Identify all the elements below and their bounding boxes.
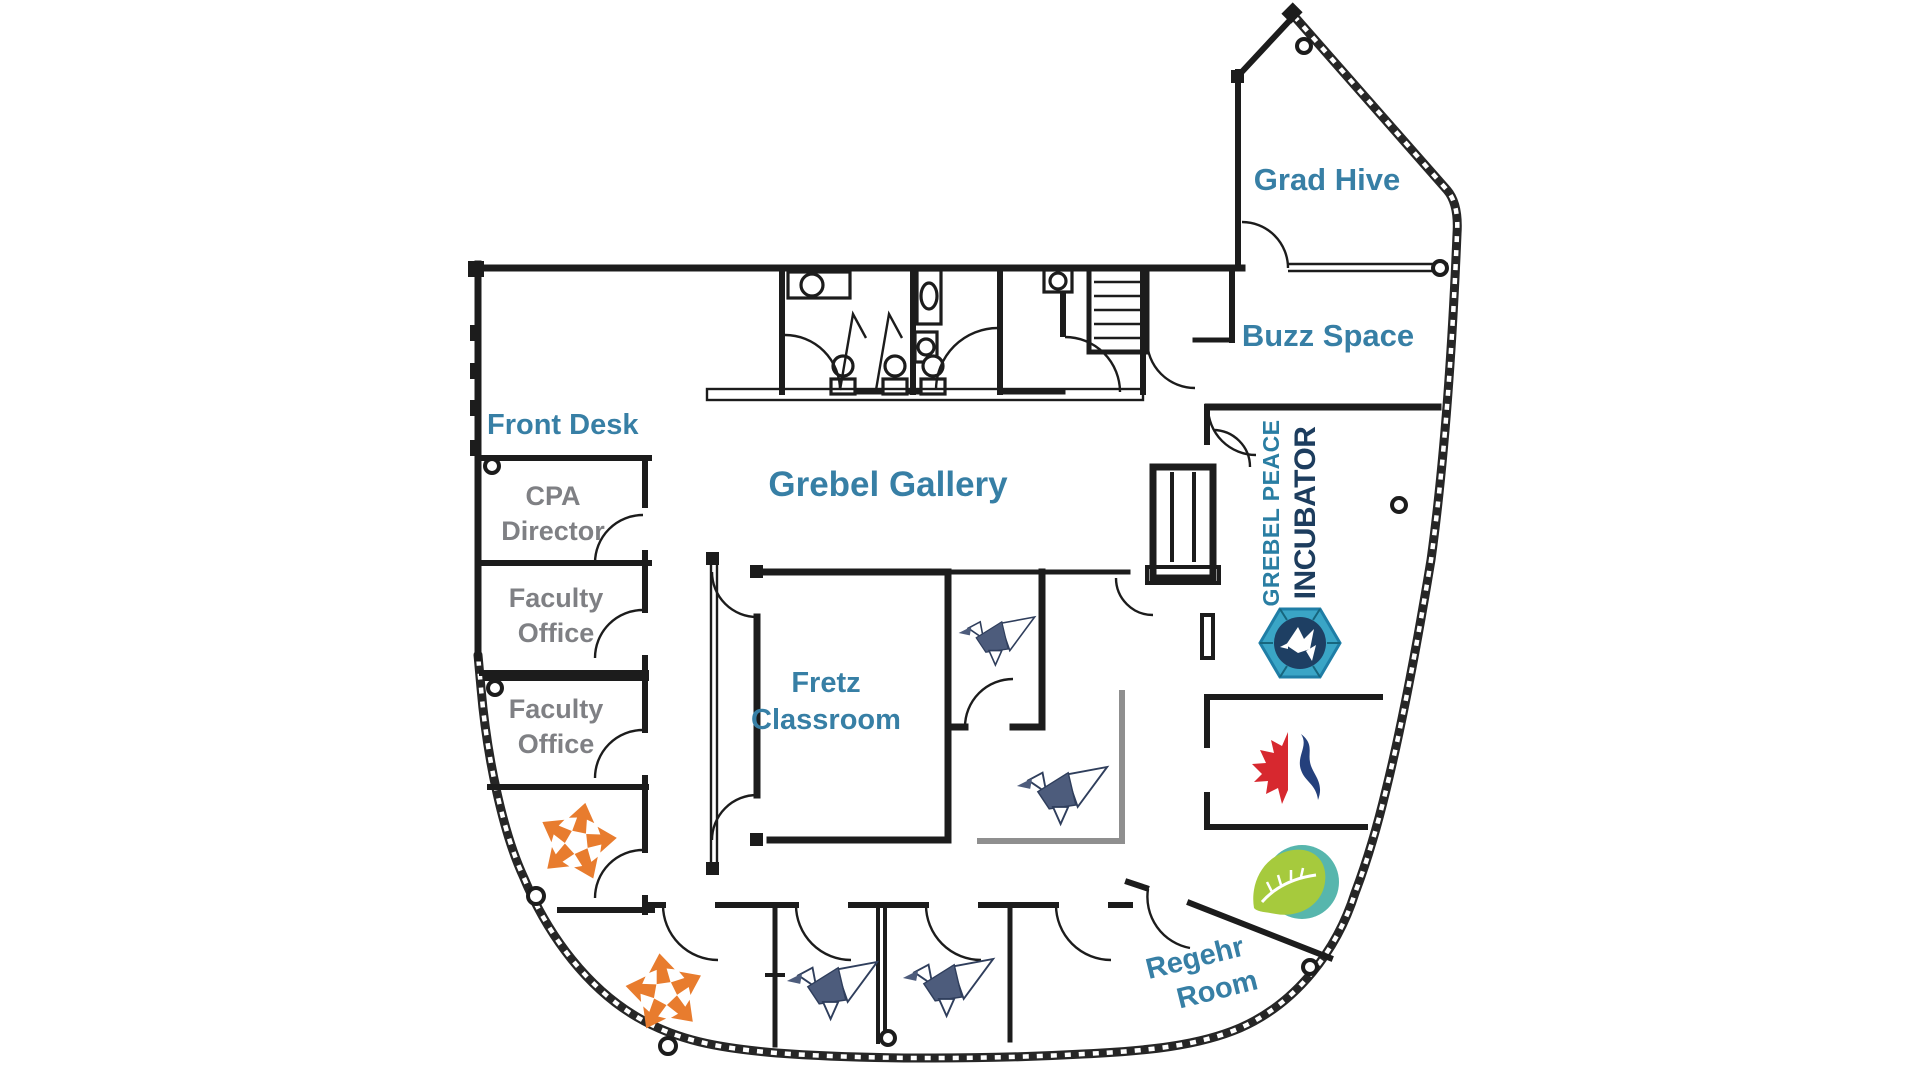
origami-crane-icon — [957, 616, 1036, 666]
peace-incubator-hexagon-icon — [1258, 607, 1342, 679]
outward-arrows-icon — [618, 948, 712, 1039]
toilet-icon — [829, 354, 947, 396]
room-label-front-desk: Front Desk — [487, 409, 639, 441]
room-label-faculty2-line2: Office — [518, 729, 595, 759]
room-label-grad-hive: Grad Hive — [1254, 162, 1400, 197]
room-label-faculty1-line1: Faculty — [509, 583, 604, 613]
hinge-markers — [483, 37, 1449, 1056]
elevator — [1145, 463, 1221, 585]
room-label-regehr: Regehr Room — [1143, 931, 1261, 1016]
leaf-circle-icon — [1253, 845, 1339, 919]
maple-leaf-swoosh-icon — [1252, 732, 1321, 804]
origami-crane-icon — [785, 961, 879, 1020]
grey-partition-line — [977, 690, 1125, 844]
bottom-rooms-walls — [644, 878, 1334, 1048]
room-label-cpa-line2: Director — [501, 516, 605, 546]
origami-crane-icon — [1015, 766, 1109, 825]
room-label-fretz-line2: Classroom — [751, 704, 901, 736]
incubator-label-line2: INCUBATOR — [1289, 426, 1322, 600]
office-column-walls — [479, 455, 655, 915]
room-label-fretz-line1: Fretz — [791, 667, 860, 699]
outward-arrows-icon — [528, 794, 627, 890]
gallery-counter — [705, 387, 1145, 402]
bathroom-fixtures — [786, 268, 1074, 396]
wall-stub — [1200, 613, 1215, 660]
incubator-label-line1: GREBEL PEACE — [1258, 419, 1284, 606]
room-label-buzz-space: Buzz Space — [1242, 318, 1414, 353]
room-label-faculty1-line2: Office — [518, 618, 595, 648]
origami-crane-icon — [901, 958, 995, 1017]
outer-boundary-wall — [478, 2, 1457, 1058]
machine-closet — [1086, 265, 1150, 355]
room-label-cpa-line1: CPA — [525, 481, 580, 511]
room-label-faculty2-line1: Faculty — [509, 694, 604, 724]
door-arcs — [593, 220, 1290, 962]
grad-hive-buzz-partition — [1192, 262, 1448, 411]
room-label-grebel-gallery: Grebel Gallery — [768, 465, 1008, 504]
incubator-zone-walls — [1204, 404, 1383, 830]
